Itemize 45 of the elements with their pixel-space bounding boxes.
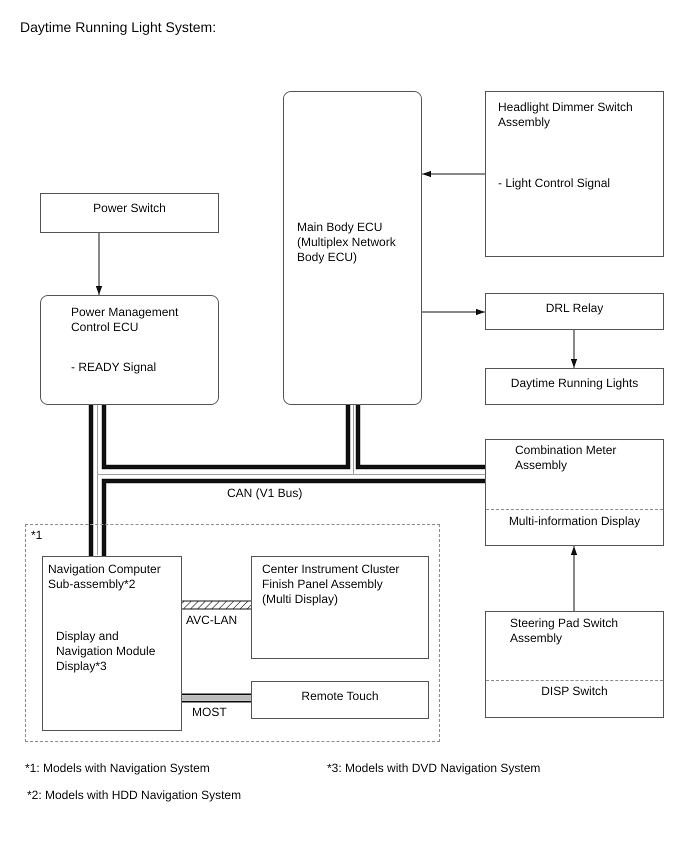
meter-box (485, 439, 664, 546)
footnote: *1: Models with Navigation System (25, 761, 210, 776)
box-title: Headlight Dimmer Switch Assembly (498, 100, 634, 130)
arrow (422, 170, 486, 178)
component-box (485, 368, 664, 405)
bus-line (182, 694, 251, 702)
box-title: Power Management Control ECU (71, 305, 180, 335)
ecu-box (40, 295, 219, 405)
option-group-frame (25, 524, 440, 742)
box-title: Daytime Running Lights (510, 376, 640, 391)
box-title: Combination Meter Assembly (515, 443, 618, 473)
box-title: DRL Relay (544, 301, 604, 316)
bus-line (182, 600, 251, 610)
bus-line (356, 405, 485, 470)
navigation-box (42, 556, 182, 731)
footnote: *2: Models with HDD Navigation System (27, 788, 242, 803)
arrow (570, 546, 578, 612)
box-note: Multi-information Display (508, 514, 642, 529)
display-box (251, 556, 429, 659)
footnote-mark: *1 (31, 528, 42, 543)
arrow (422, 308, 486, 316)
bus-line (102, 478, 485, 556)
box-title: Steering Pad Switch Assembly (510, 616, 620, 646)
bus-line (88, 405, 94, 556)
box-title: Center Instrument Cluster Finish Panel Assembly (Multi Display) (262, 562, 400, 607)
box-note: - READY Signal (71, 360, 158, 375)
bus-label: CAN (V1 Bus) (227, 486, 302, 501)
bus-line (102, 405, 350, 470)
box-note: DISP Switch (540, 684, 609, 699)
box-title: Main Body ECU (Multiplex Network Body ECU) (297, 220, 397, 265)
arrow (96, 232, 102, 296)
arrow (570, 330, 578, 368)
ecu-box (283, 91, 422, 405)
box-title: Remote Touch (300, 689, 380, 704)
diagram-title: Daytime Running Light System: (20, 20, 216, 35)
switch-box (485, 91, 664, 257)
box-title: Power Switch (92, 201, 167, 216)
footnote: *3: Models with DVD Navigation System (327, 761, 540, 776)
component-box (251, 681, 429, 719)
box-title: Navigation Computer Sub-assembly*2 (48, 562, 162, 592)
component-box (40, 193, 219, 233)
box-note: Display and Navigation Module Display*3 (56, 629, 156, 674)
box-note: - Light Control Signal (498, 176, 612, 191)
switch-box (485, 611, 664, 718)
relay-box (485, 293, 664, 330)
